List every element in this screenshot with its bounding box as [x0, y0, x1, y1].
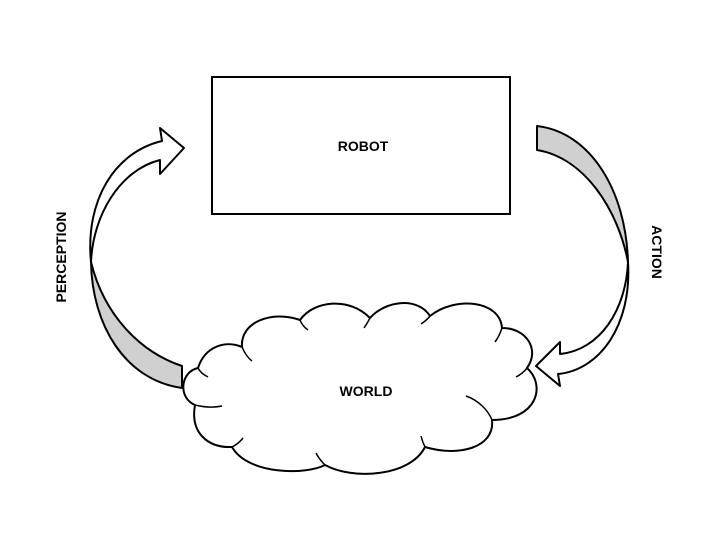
world-cloud-detail [194, 315, 528, 466]
action-arrow-body [535, 261, 630, 387]
world-label: WORLD [340, 383, 393, 399]
action-arrow [535, 125, 630, 387]
action-label: ACTION [649, 225, 665, 279]
robot-node: ROBOT [211, 76, 511, 215]
action-arrow-shadow [536, 125, 629, 263]
robot-box [211, 76, 511, 215]
perception-arrow-shadow [90, 261, 183, 389]
robot-label: ROBOT [338, 138, 389, 154]
perception-arrow-body [89, 127, 185, 263]
perception-arrow [89, 127, 185, 389]
world-node: WORLD [182, 302, 538, 475]
perception-label: PERCEPTION [53, 211, 69, 302]
